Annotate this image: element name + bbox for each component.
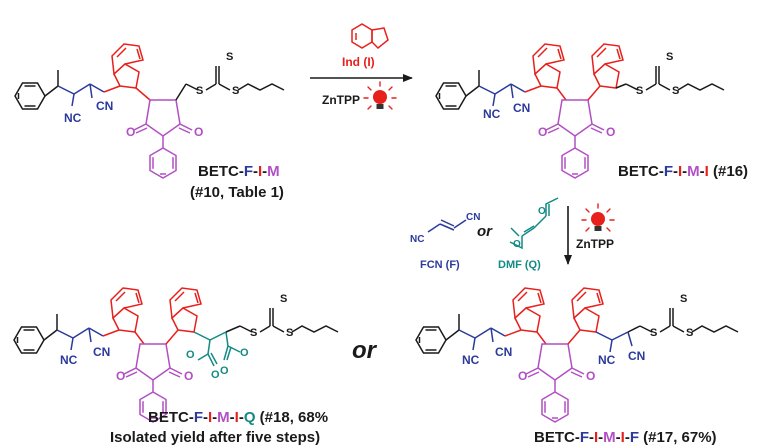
sulfur-label: S	[686, 327, 693, 339]
sulfur-label: S	[680, 293, 687, 305]
oxygen-label: O	[116, 369, 125, 383]
sulfur-label: S	[286, 327, 293, 339]
oxygen-label: O	[126, 125, 135, 139]
sulfur-label: S	[666, 51, 673, 63]
dimethyl-fumarate-icon	[509, 197, 559, 250]
nitrile-label: CN	[495, 345, 512, 359]
nitrile-label: NC	[410, 234, 424, 245]
nitrile-label: NC	[483, 107, 501, 121]
sulfur-label: S	[672, 85, 679, 97]
red-lamp-icon	[363, 81, 397, 110]
oxygen-label: O	[538, 125, 547, 139]
dmf-label: DMF (Q)	[498, 259, 541, 271]
oxygen-label: O	[186, 349, 195, 361]
reagent-label: Ind (I)	[342, 55, 375, 69]
nitrile-label: NC	[462, 353, 480, 367]
product-18-yield-note: Isolated yield after five steps)	[110, 429, 320, 446]
start-compound-label: BETC-F-I-M	[198, 163, 280, 180]
nitrile-label: CN	[466, 212, 480, 223]
nitrile-label: CN	[628, 349, 645, 363]
nitrile-label: CN	[96, 99, 113, 113]
nitrile-label: CN	[93, 345, 110, 359]
sulfur-label: S	[232, 85, 239, 97]
fumaronitrile-icon	[427, 219, 467, 233]
sulfur-label: S	[250, 327, 257, 339]
oxygen-label: O	[240, 347, 249, 359]
oxygen-label: O	[606, 125, 615, 139]
start-molecule: NC CN O O S S S	[14, 43, 285, 178]
indene-icon	[351, 23, 389, 50]
sulfur-label: S	[226, 51, 233, 63]
nitrile-label: CN	[513, 101, 530, 115]
or-label: or	[352, 337, 378, 364]
oxygen-label: O	[184, 369, 193, 383]
nitrile-label: NC	[598, 353, 616, 367]
oxygen-label: O	[220, 365, 229, 377]
nitrile-label: NC	[60, 353, 78, 367]
catalyst-label: ZnTPP	[322, 93, 360, 107]
or-label: or	[477, 223, 493, 240]
nitrile-label: NC	[64, 111, 82, 125]
oxygen-label: O	[194, 125, 203, 139]
sulfur-label: S	[196, 85, 203, 97]
product-18-label: BETC-F-I-M-I-Q (#18, 68%	[148, 409, 328, 426]
product-17-molecule: NC CN O O NC CN S S S	[415, 287, 739, 422]
oxygen-label: O	[513, 239, 521, 250]
sulfur-label: S	[280, 293, 287, 305]
product-17-label: BETC-F-I-M-I-F (#17, 67%)	[534, 429, 717, 446]
fcn-label: FCN (F)	[420, 259, 460, 271]
oxygen-label: O	[518, 369, 527, 383]
reaction-arrow-2: ZnTPP CN NC FCN (F) or O O DMF (Q)	[410, 197, 615, 271]
sulfur-label: S	[636, 85, 643, 97]
oxygen-label: O	[586, 369, 595, 383]
sulfur-label: S	[650, 327, 657, 339]
product-16-label: BETC-F-I-M-I (#16)	[618, 163, 748, 180]
oxygen-label: O	[538, 206, 546, 217]
start-compound-ref: (#10, Table 1)	[190, 184, 284, 201]
reaction-arrow-1: Ind (I) ZnTPP	[310, 23, 413, 110]
product-16-molecule: NC CN O O S S S	[435, 43, 725, 178]
product-18-molecule: NC CN O O O O O O S S S	[13, 287, 339, 422]
catalyst-label: ZnTPP	[576, 237, 614, 251]
red-lamp-icon	[581, 203, 615, 232]
oxygen-label: O	[211, 369, 220, 381]
